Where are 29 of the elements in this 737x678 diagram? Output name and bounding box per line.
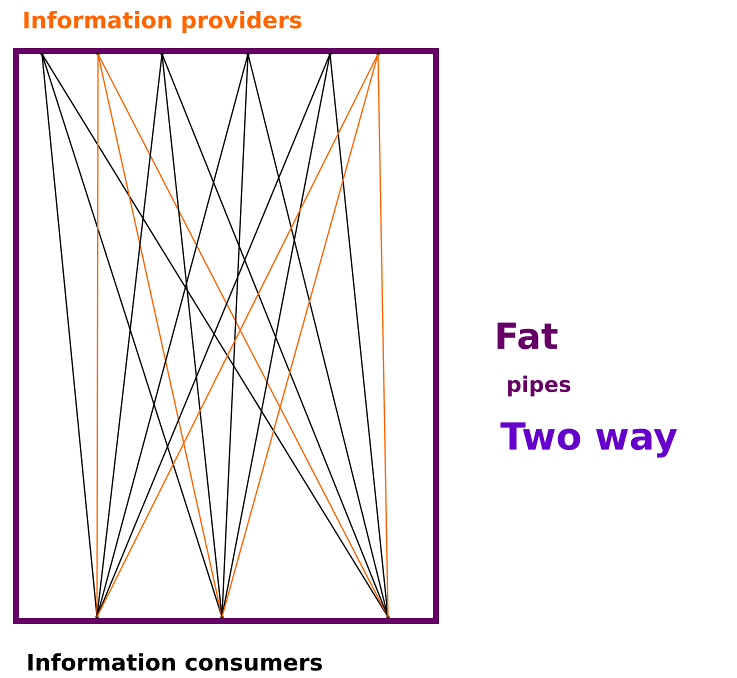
line-end-point xyxy=(220,615,224,619)
label: Two way xyxy=(500,422,677,458)
label: pipes xyxy=(508,376,570,396)
line xyxy=(96,54,249,618)
line xyxy=(41,54,223,618)
line xyxy=(41,54,98,618)
line-end-point xyxy=(328,52,332,56)
line-end-point xyxy=(96,52,100,56)
line-end-point xyxy=(246,52,250,56)
line-end-point xyxy=(386,615,390,619)
line xyxy=(161,54,389,618)
label: Fat xyxy=(498,322,558,350)
line xyxy=(96,54,331,618)
line xyxy=(41,54,389,618)
label: Information consumers xyxy=(28,653,322,671)
line xyxy=(329,54,389,618)
line xyxy=(377,54,389,618)
line xyxy=(161,54,223,618)
label: Information providers xyxy=(24,11,302,33)
line xyxy=(221,54,379,618)
line xyxy=(247,54,389,618)
line xyxy=(97,54,223,618)
line-end-point xyxy=(40,52,44,56)
line xyxy=(221,54,249,618)
line xyxy=(96,54,163,618)
line xyxy=(221,54,331,618)
line-end-point xyxy=(95,615,99,619)
line-end-point xyxy=(376,52,380,56)
line-end-point xyxy=(160,52,164,56)
